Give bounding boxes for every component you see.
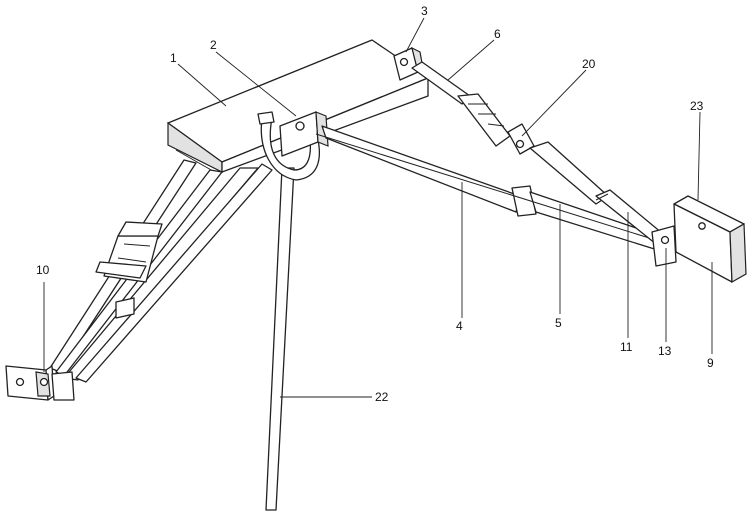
label-2: 2 (210, 38, 217, 52)
part-labels: 1 2 3 6 20 23 10 4 5 11 13 9 22 (36, 4, 714, 404)
rod-5 (315, 133, 663, 243)
label-4: 4 (456, 319, 463, 333)
label-20: 20 (582, 57, 596, 71)
label-5: 5 (555, 316, 562, 330)
label-9: 9 (707, 356, 714, 370)
label-22: 22 (375, 390, 389, 404)
label-1: 1 (170, 51, 177, 65)
label-23: 23 (690, 99, 704, 113)
label-11: 11 (620, 340, 633, 354)
left-leg-rods (49, 159, 273, 383)
label-6: 6 (494, 27, 501, 41)
left-foot-plate (5, 365, 75, 401)
label-13: 13 (658, 344, 672, 358)
right-leg-rod (411, 61, 669, 245)
top-clamp (279, 111, 329, 157)
label-3: 3 (421, 4, 428, 18)
label-10: 10 (36, 263, 50, 277)
leader-lines (43, 17, 713, 398)
right-foot-plate (651, 195, 747, 284)
left-turnbuckle (95, 221, 163, 319)
